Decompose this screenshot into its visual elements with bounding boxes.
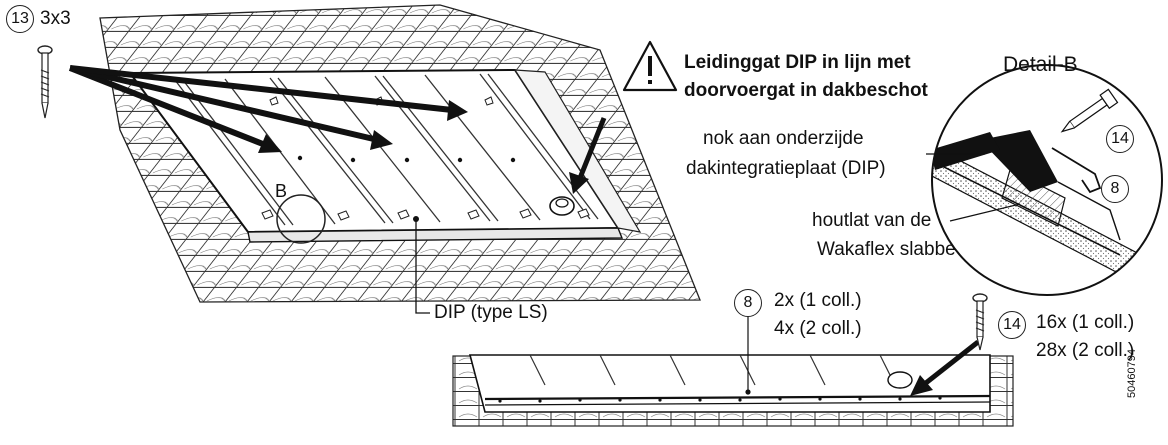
- part-8-qty-line-2: 4x (2 coll.): [774, 318, 862, 339]
- part-8-qty-line-1: 2x (1 coll.): [774, 290, 862, 311]
- screw-14-icon: [972, 293, 988, 351]
- houtlat-label-line-2: Wakaflex slabbe: [817, 239, 956, 260]
- houtlat-label-line-1: houtlat van de: [812, 210, 932, 231]
- part-13-number: 13: [6, 5, 34, 33]
- warning-line-2: doorvoergat in dakbeschot: [684, 80, 928, 101]
- screw-arrows: [68, 65, 607, 194]
- detail-b-title: Detail-B: [1003, 53, 1078, 76]
- detail-part-14: 14: [1106, 125, 1134, 153]
- part-13-quantity: 3x3: [40, 8, 71, 29]
- detail-b-view: [926, 64, 1163, 296]
- screw-13-icon: [37, 45, 53, 119]
- warning-line-1: Leidinggat DIP in lijn met: [684, 52, 911, 73]
- part-8-number: 8: [734, 289, 762, 317]
- part-14-qty-line-2: 28x (2 coll.): [1036, 340, 1135, 361]
- detail-b-marker: [276, 194, 326, 244]
- part-14-qty-line-1: 16x (1 coll.): [1036, 312, 1135, 333]
- dip-type-label: DIP (type LS): [434, 302, 548, 323]
- callout-b-label: B: [275, 181, 288, 201]
- part-14-number: 14: [998, 311, 1026, 339]
- nok-label-line-2: dakintegratieplaat (DIP): [686, 158, 886, 179]
- bottom-strip-view: [452, 312, 1014, 427]
- document-code: 50460794: [1126, 349, 1138, 398]
- dip-leader-line: [415, 221, 430, 314]
- warning-icon: [622, 40, 678, 92]
- detail-part-8: 8: [1101, 175, 1129, 203]
- nok-label-line-1: nok aan onderzijde: [703, 128, 864, 149]
